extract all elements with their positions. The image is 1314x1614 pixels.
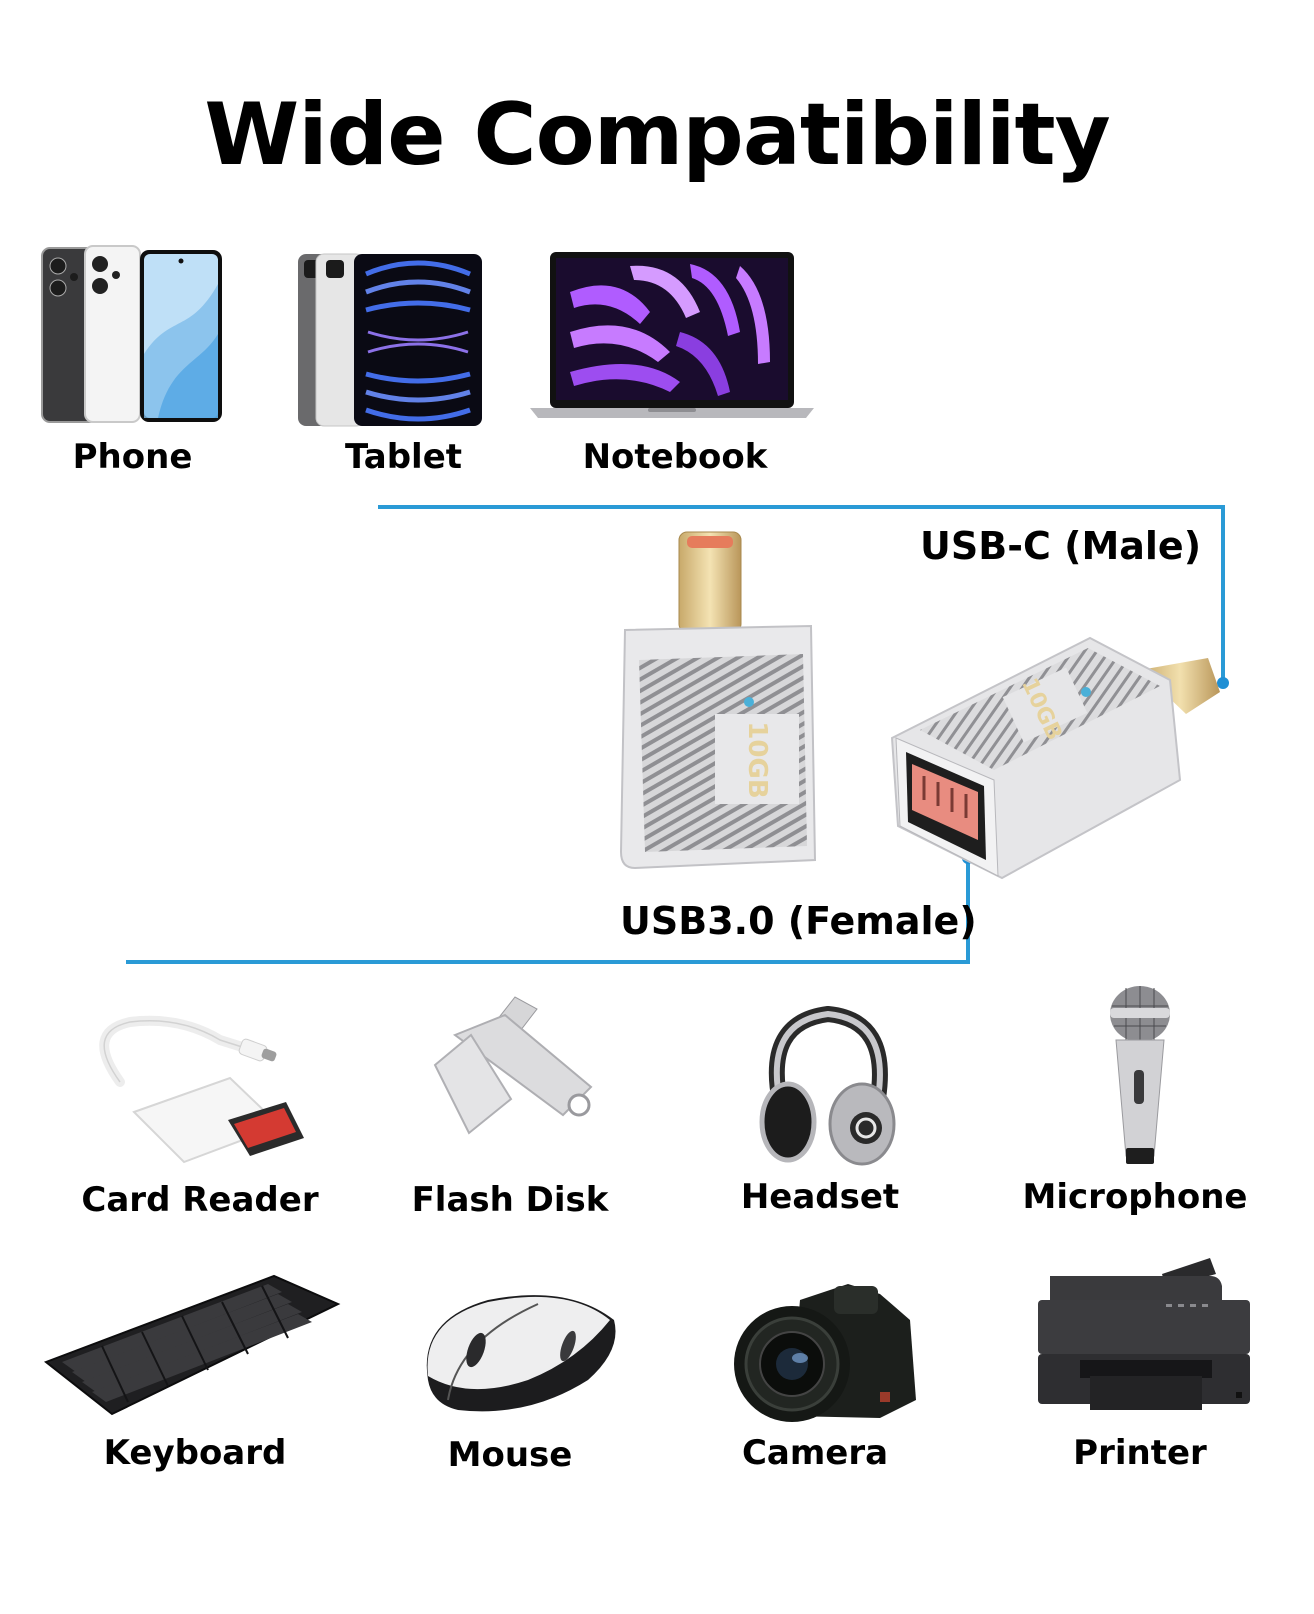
device-label-camera: Camera [741,1433,889,1473]
device-label-flash-disk: Flash Disk [411,1180,609,1220]
keyboard-icon [42,1272,342,1422]
device-label-card-reader: Card Reader [81,1180,319,1220]
tablet-icon [296,252,484,428]
host-label-tablet: Tablet [344,437,463,477]
usb-adapter-angled-image: 10GB [890,630,1230,890]
mouse-icon [418,1290,618,1415]
usb3-connector-line-horizontal [126,960,970,964]
phone-icon [40,244,225,426]
printer-icon [1034,1252,1254,1412]
usb-c-connector-dot [1217,677,1229,689]
host-label-notebook: Notebook [582,437,768,477]
usb-c-connector-line-vertical [1221,505,1225,683]
page-title: Wide Compatibility [204,85,1110,185]
device-label-keyboard: Keyboard [103,1433,287,1473]
host-label-phone: Phone [72,437,193,477]
device-label-headset: Headset [740,1177,900,1217]
svg-text:10GB: 10GB [742,721,772,798]
usb-c-male-label: USB-C (Male) [920,524,1202,568]
usb3-connector-line-vertical [966,860,970,964]
notebook-icon [530,252,814,420]
usb-adapter-upright-image: 10GB [615,530,830,890]
usb3-female-label: USB3.0 (Female) [620,899,977,943]
headset-icon [752,1002,902,1167]
camera-icon [730,1280,920,1430]
usb-c-connector-line-horizontal [378,505,1224,509]
flash-disk-icon [425,995,595,1140]
device-label-mouse: Mouse [447,1435,573,1475]
device-label-printer: Printer [1073,1433,1207,1473]
microphone-icon [1108,986,1172,1166]
card-reader-icon [90,1002,320,1167]
device-label-microphone: Microphone [1022,1177,1248,1217]
